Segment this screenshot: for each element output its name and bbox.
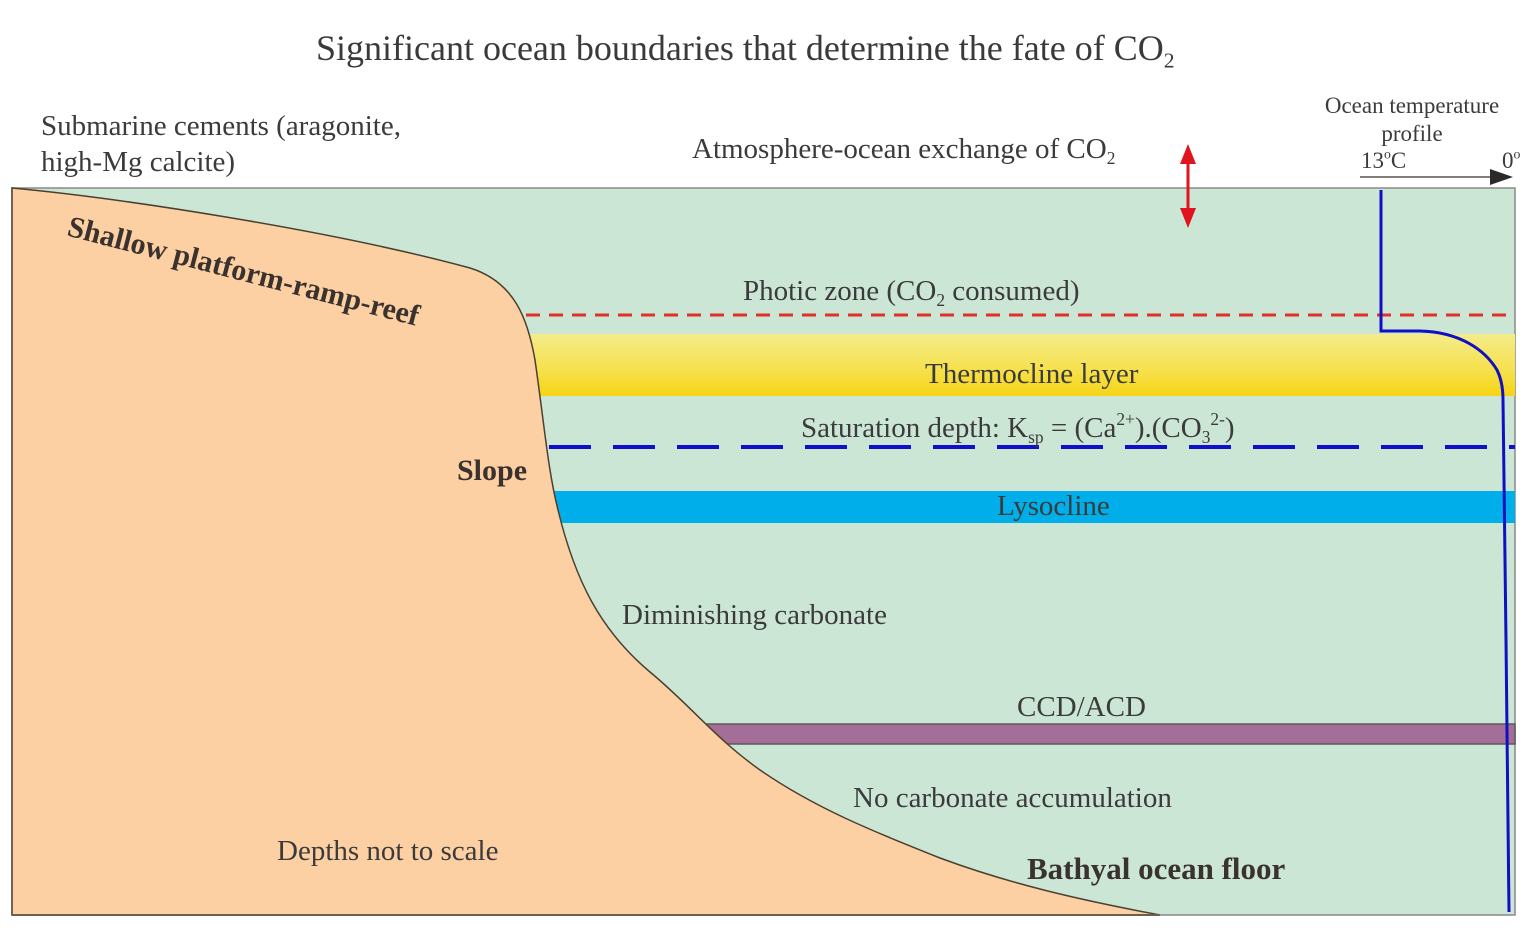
photic-zone-label: Photic zone (CO2 consumed) bbox=[743, 275, 1080, 311]
ccd-band bbox=[679, 723, 1516, 745]
slope-label: Slope bbox=[457, 454, 528, 487]
temperature-end-label: 0o bbox=[1502, 146, 1521, 173]
ccd-label: CCD/ACD bbox=[1017, 691, 1146, 723]
temperature-profile-curve bbox=[1379, 190, 1511, 913]
depth-scale-note: Depths not to scale bbox=[277, 835, 499, 867]
temperature-profile-title: Ocean temperature profile bbox=[1324, 93, 1500, 146]
submarine-cements-note: Submarine cements (aragonite, high-Mg ca… bbox=[41, 110, 401, 178]
bathyal-floor-label: Bathyal ocean floor bbox=[1027, 851, 1286, 886]
temperature-start-label: 13oC bbox=[1361, 146, 1407, 173]
thermocline-label: Thermocline layer bbox=[925, 358, 1139, 390]
lysocline-band bbox=[540, 491, 1515, 523]
thermocline-band bbox=[520, 334, 1515, 396]
no-carbonate-label: No carbonate accumulation bbox=[853, 782, 1172, 814]
atmosphere-exchange-label: Atmosphere-ocean exchange of CO2 bbox=[692, 133, 1116, 169]
lysocline-label: Lysocline bbox=[997, 490, 1110, 522]
diagram-title: Significant ocean boundaries that determ… bbox=[316, 28, 1175, 73]
arrowhead-icon bbox=[1490, 169, 1513, 185]
saturation-depth-label: Saturation depth: Ksp = (Ca2+).(CO32-) bbox=[801, 408, 1235, 448]
double-arrow-icon bbox=[1180, 144, 1196, 228]
diminishing-carbonate-label: Diminishing carbonate bbox=[622, 599, 887, 631]
seafloor-land bbox=[11, 187, 1161, 916]
